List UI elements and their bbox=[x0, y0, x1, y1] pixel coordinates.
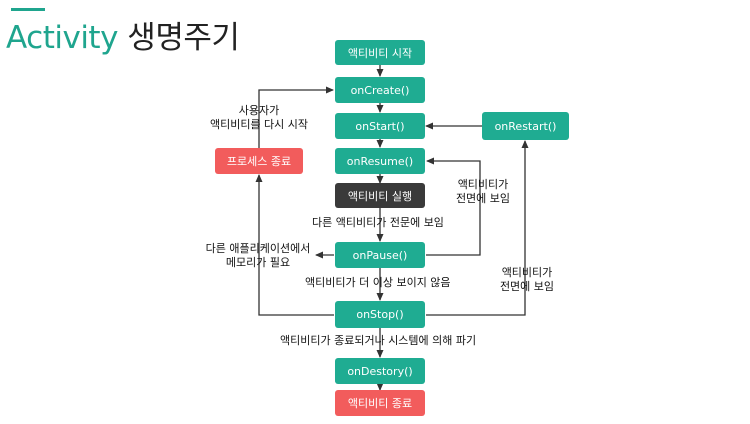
on-resume-node: onResume() bbox=[335, 148, 425, 174]
label-user-restart-line2: 액티비티를 다시 시작 bbox=[209, 118, 309, 131]
label-memory-needed-line2: 메모리가 필요 bbox=[225, 256, 291, 269]
label-finishing: 액티비티가 종료되거나 시스템에 의해 파기 bbox=[280, 334, 477, 347]
label-memory-needed: 다른 애플리케이션에서 메모리가 필요 bbox=[197, 242, 319, 270]
on-start-node: onStart() bbox=[335, 113, 425, 139]
on-restart-node: onRestart() bbox=[482, 112, 569, 140]
label-foreground-resume-line1: 액티비티가 bbox=[457, 178, 509, 191]
page-title: Activity 생명주기 bbox=[6, 12, 240, 57]
label-foreground-restart: 액티비티가 전면에 보임 bbox=[492, 266, 562, 294]
activity-start-node: 액티비티 시작 bbox=[335, 40, 425, 65]
label-foreground-resume: 액티비티가 전면에 보임 bbox=[448, 178, 518, 206]
on-pause-node: onPause() bbox=[335, 242, 425, 268]
process-killed-node: 프로세스 종료 bbox=[215, 148, 303, 174]
on-create-node: onCreate() bbox=[335, 77, 425, 103]
label-foreground-resume-line2: 전면에 보임 bbox=[455, 192, 511, 205]
label-user-restart: 사용자가 액티비티를 다시 시작 bbox=[200, 104, 318, 132]
arrow-stop-to-restart bbox=[426, 140, 529, 316]
label-memory-needed-line1: 다른 애플리케이션에서 bbox=[205, 242, 311, 255]
title-accent-bar bbox=[11, 8, 45, 11]
arrow-stop-to-process-killed bbox=[255, 174, 334, 316]
arrow-process-killed-to-create bbox=[258, 86, 334, 148]
title-english: Activity bbox=[6, 20, 118, 56]
on-stop-node: onStop() bbox=[335, 301, 425, 328]
label-foreground-restart-line1: 액티비티가 bbox=[501, 266, 553, 279]
label-other-to-front: 다른 액티비티가 전문에 보임 bbox=[312, 216, 444, 229]
arrow-pause-to-resume bbox=[426, 157, 481, 256]
label-user-restart-line1: 사용자가 bbox=[238, 104, 280, 117]
label-not-visible: 액티비티가 더 이상 보이지 않음 bbox=[305, 276, 451, 289]
activity-end-node: 액티비티 종료 bbox=[335, 390, 425, 416]
title-korean: 생명주기 bbox=[127, 20, 240, 56]
on-destroy-node: onDestory() bbox=[335, 358, 425, 384]
activity-running-node: 액티비티 실행 bbox=[335, 183, 425, 208]
label-foreground-restart-line2: 전면에 보임 bbox=[499, 280, 555, 293]
